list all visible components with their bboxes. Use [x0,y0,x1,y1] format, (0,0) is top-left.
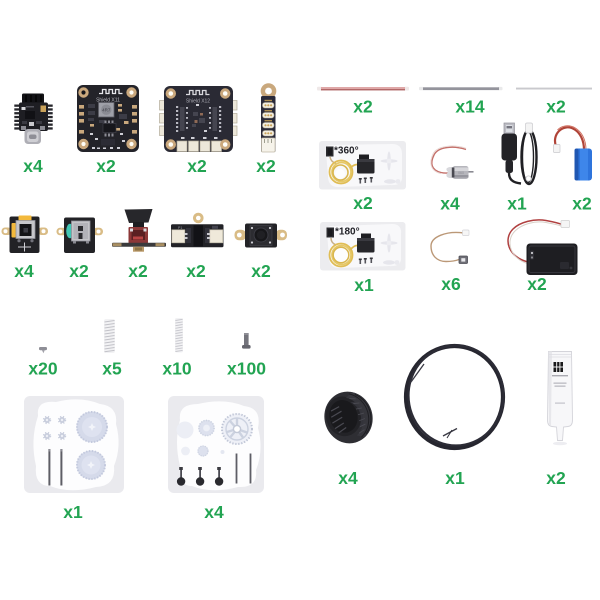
svg-text:x100: x100 [227,359,266,379]
svg-text:x2: x2 [187,156,207,176]
svg-text:x2: x2 [546,97,566,117]
svg-text:x20: x20 [28,359,57,379]
svg-text:x6: x6 [441,274,461,294]
svg-text:x1: x1 [354,275,374,295]
svg-text:x2: x2 [69,261,89,281]
svg-text:x2: x2 [251,261,271,281]
svg-text:x4: x4 [440,194,460,214]
svg-text:x14: x14 [455,97,484,117]
svg-text:Shield X11: Shield X11 [96,98,120,104]
svg-text:x2: x2 [353,97,373,117]
svg-text:x2: x2 [128,261,148,281]
svg-text:4R7: 4R7 [102,108,111,113]
svg-text:x2: x2 [256,156,276,176]
svg-text:x2: x2 [546,468,566,488]
svg-text:x2: x2 [527,274,547,294]
svg-text:x5: x5 [102,359,122,379]
svg-text:x4: x4 [338,468,358,488]
svg-text:x2: x2 [353,193,373,213]
svg-text:x1: x1 [445,468,465,488]
svg-text:x4: x4 [14,261,34,281]
svg-text:x10: x10 [162,359,191,379]
svg-text:P1: P1 [178,226,182,230]
svg-text:x2: x2 [186,261,206,281]
svg-text:x2: x2 [572,194,592,214]
svg-text:*360°: *360° [334,146,359,157]
svg-text:x1: x1 [63,502,83,522]
svg-text:*180°: *180° [335,227,360,238]
svg-text:x4: x4 [204,502,224,522]
svg-text:x2: x2 [96,156,116,176]
svg-text:Shield X12: Shield X12 [186,99,210,105]
svg-text:x1: x1 [507,194,527,214]
svg-text:060: 060 [458,171,464,175]
svg-text:x4: x4 [23,156,43,176]
